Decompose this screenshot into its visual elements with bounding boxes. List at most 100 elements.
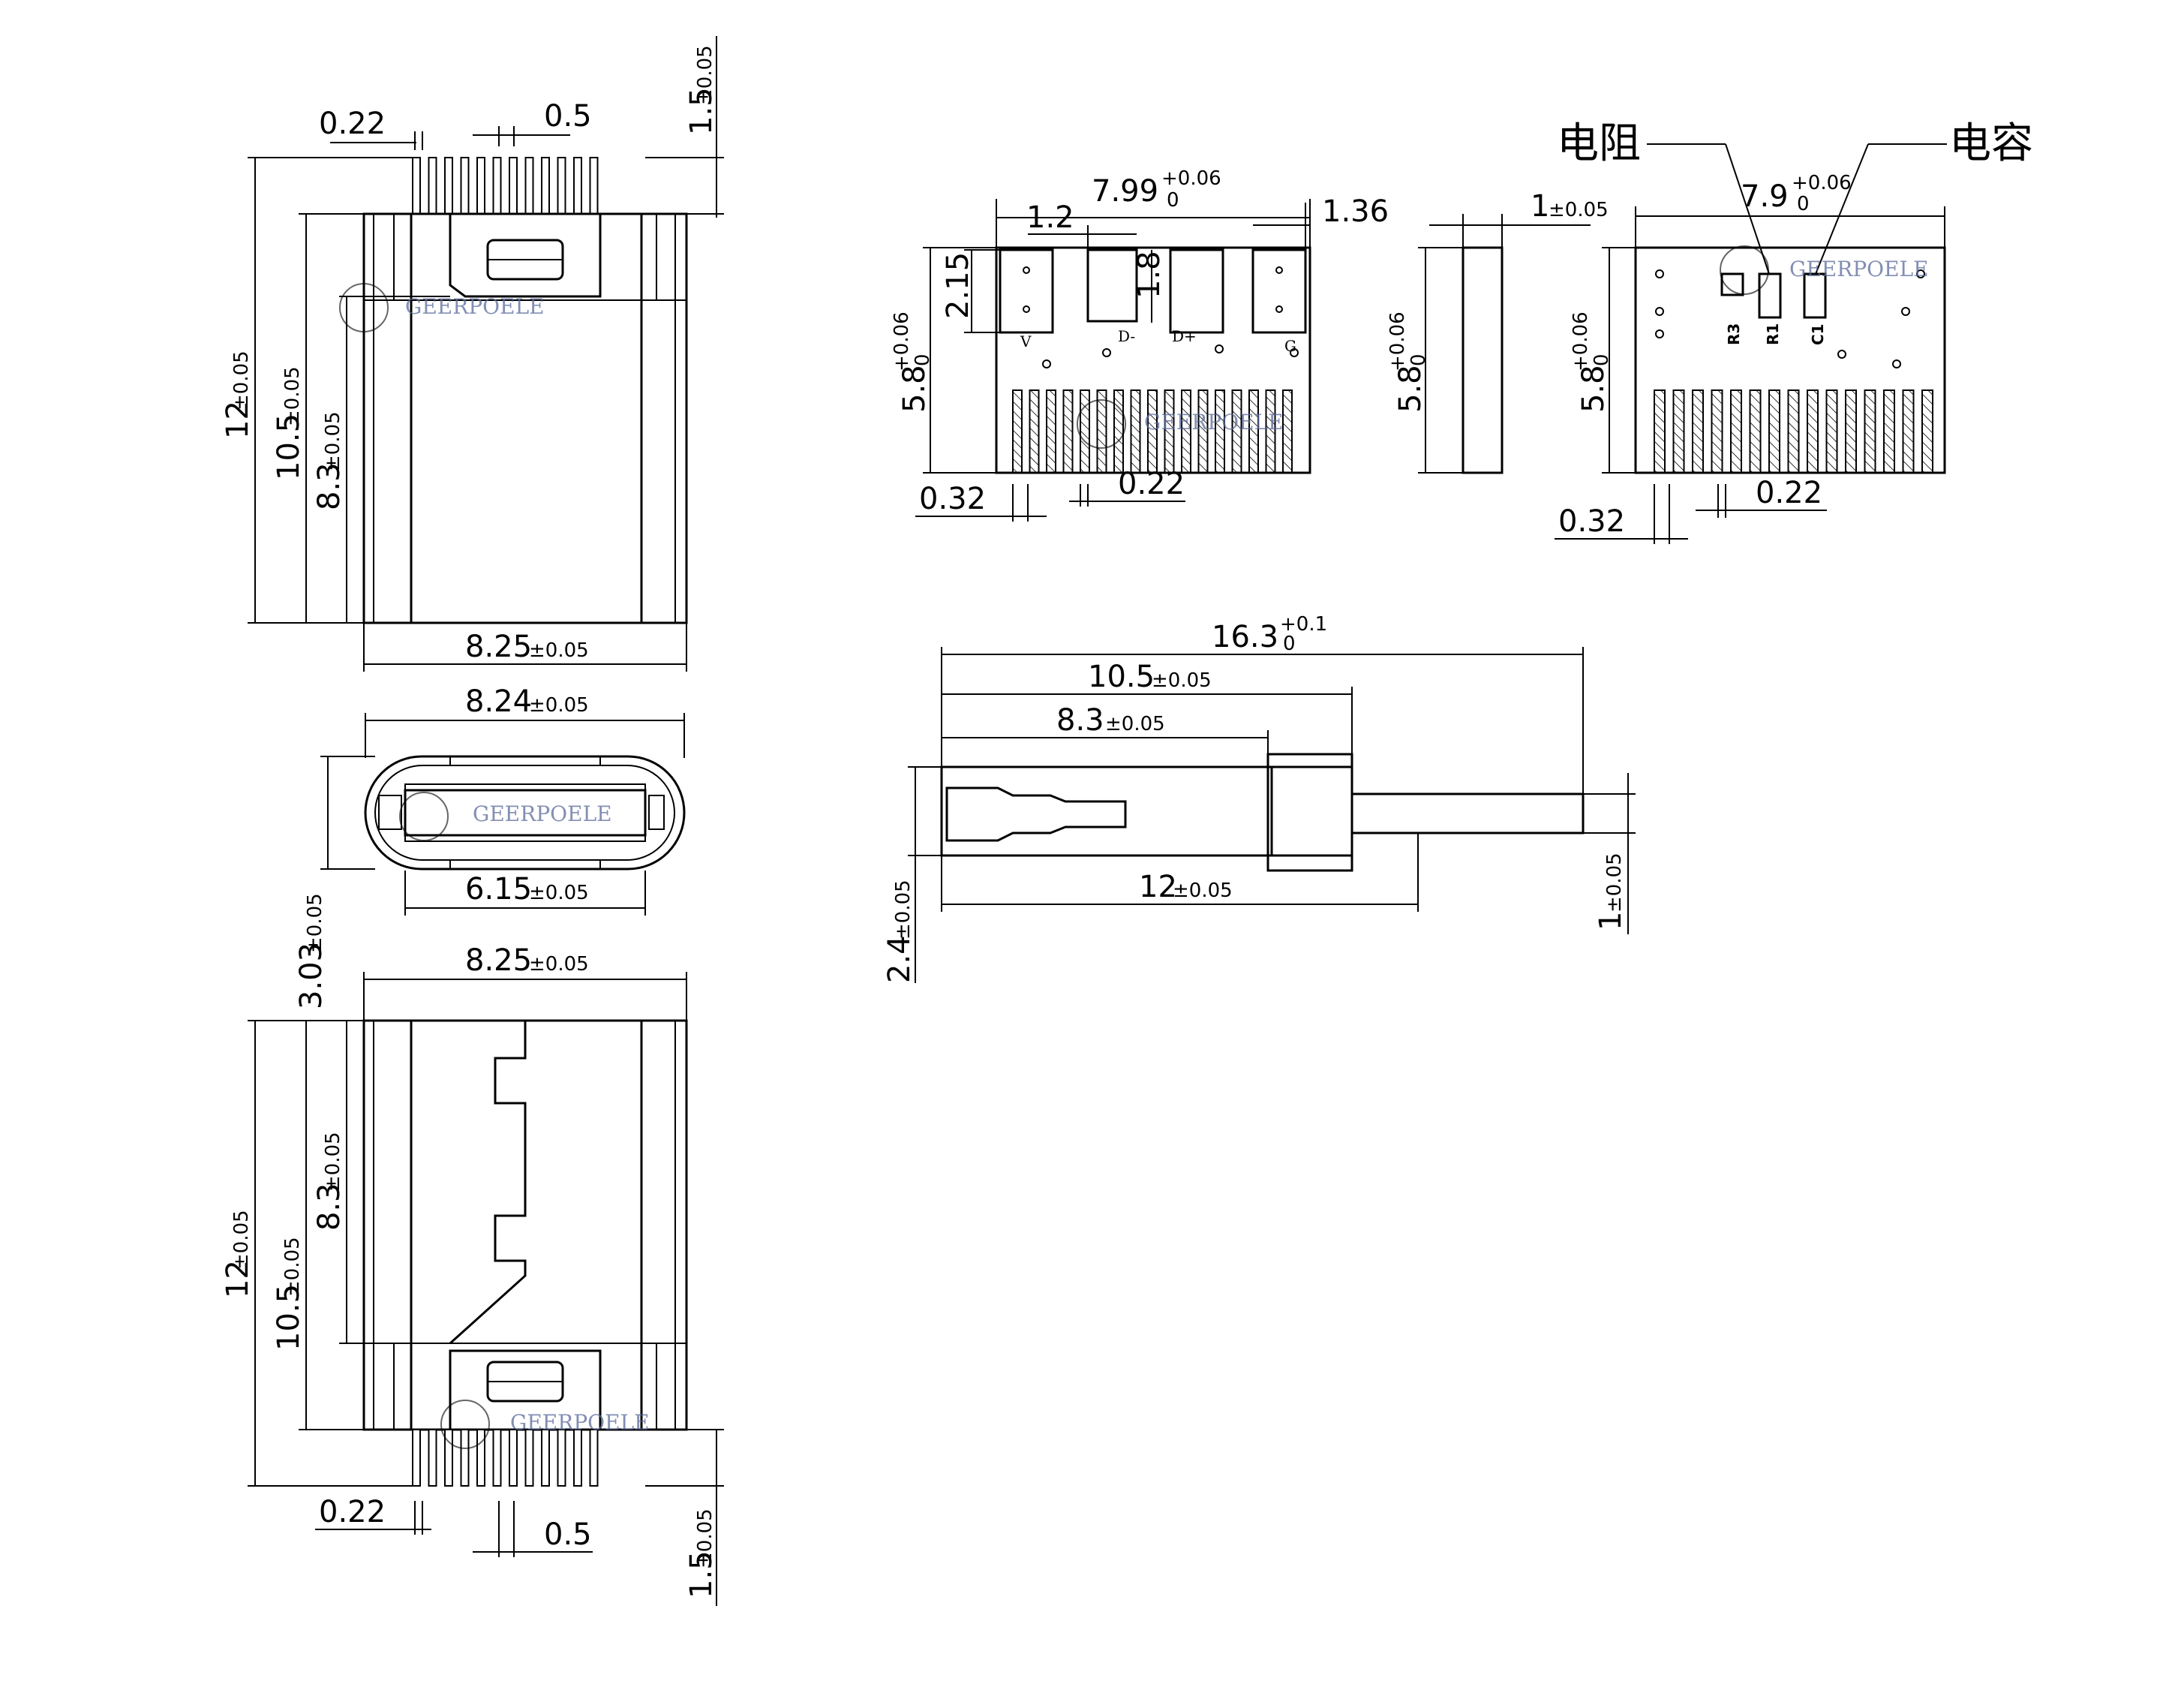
pad-label-dp: D+ — [1172, 327, 1197, 345]
pin — [444, 157, 453, 217]
dim-pad-height: 2.15 — [941, 252, 975, 319]
dim-finger-width-back: 0.22 — [1756, 476, 1822, 510]
pin — [541, 157, 550, 217]
gold-finger — [1231, 389, 1242, 474]
dim-height-front: 3.03 — [294, 943, 329, 1009]
dim-side-total: 16.3 — [1212, 620, 1278, 654]
svg-text:±0.05: ±0.05 — [529, 953, 589, 976]
dim-width-bottom: 8.25 — [465, 943, 532, 978]
label-capacitor: 电容 — [1949, 119, 2033, 168]
pin — [524, 1429, 534, 1487]
svg-text:+0.06: +0.06 — [1792, 172, 1852, 194]
dim-pcb-height: 5.8 — [897, 365, 932, 413]
svg-text:±0.05: ±0.05 — [529, 882, 589, 904]
pin — [541, 1429, 550, 1487]
pin — [573, 1429, 582, 1487]
svg-text:0: 0 — [1283, 633, 1296, 655]
pin — [460, 157, 470, 217]
pin — [557, 157, 566, 217]
svg-text:±0.05: ±0.05 — [1603, 853, 1626, 913]
gold-finger — [1248, 389, 1259, 474]
dim-side-height: 2.4 — [882, 935, 917, 983]
dim-width-top: 8.25 — [465, 630, 532, 664]
pin — [589, 157, 599, 217]
dim-side-pcb: 1 — [1594, 912, 1628, 931]
gold-finger — [1883, 389, 1895, 474]
svg-text:0: 0 — [912, 353, 934, 366]
dim-pcb-width-back: 7.9 — [1741, 179, 1789, 214]
dim-shell-len: 10.5 — [272, 413, 306, 480]
pcb-side-view: 1 ±0.05 5.8 +0.06 0 — [1386, 189, 1609, 474]
top-pins — [412, 157, 599, 217]
pin — [492, 1429, 502, 1487]
dim-pin-width-bottom: 0.22 — [319, 1495, 386, 1529]
gold-finger — [1062, 389, 1074, 474]
svg-text:+0.06: +0.06 — [1386, 311, 1409, 371]
gold-finger — [1012, 389, 1023, 474]
gold-finger — [1845, 389, 1857, 474]
pin — [444, 1429, 453, 1487]
front-view: 8.24 ±0.05 6.15 ±0.05 3.03 ±0.05 GEERPOE… — [294, 684, 686, 1009]
dim-inner-len-b: 8.3 — [312, 1183, 347, 1231]
gold-finger — [1164, 389, 1175, 474]
svg-text:±0.05: ±0.05 — [892, 880, 915, 940]
svg-text:±0.05: ±0.05 — [304, 893, 326, 953]
pcb-back-view: R3 R1 C1 电阻 电容 7.9 +0.06 0 5.8 +0.06 0 — [1555, 119, 2033, 544]
svg-text:±0.05: ±0.05 — [1549, 199, 1609, 221]
dim-finger-gap: 0.32 — [919, 482, 986, 516]
pcb-fingers-back — [1654, 389, 1933, 474]
dim-side-shell: 10.5 — [1088, 660, 1155, 694]
gold-finger — [1692, 389, 1704, 474]
pin — [589, 1429, 599, 1487]
gold-finger — [1096, 389, 1107, 474]
dim-pad-gap: 1.8 — [1132, 251, 1167, 299]
gold-finger — [1282, 389, 1293, 474]
svg-text:±0.05: ±0.05 — [529, 694, 589, 717]
gold-finger — [1711, 389, 1723, 474]
gold-finger — [1825, 389, 1838, 474]
gold-finger — [1147, 389, 1158, 474]
gold-finger — [1864, 389, 1876, 474]
pin — [524, 157, 534, 217]
pin — [492, 157, 502, 217]
pin — [412, 157, 421, 217]
dim-side-inner: 8.3 — [1056, 703, 1104, 738]
dim-width-front: 8.24 — [465, 684, 532, 719]
watermark-4: GEERPOELE — [1144, 410, 1284, 435]
svg-text:±0.05: ±0.05 — [230, 350, 253, 410]
gold-finger — [1807, 389, 1819, 474]
pcb-label-r1: R1 — [1764, 323, 1782, 345]
svg-text:±0.05: ±0.05 — [1105, 713, 1165, 735]
pin — [428, 1429, 437, 1487]
gold-finger — [1672, 389, 1685, 474]
svg-text:+0.06: +0.06 — [891, 311, 913, 371]
dim-pcb-height-back: 5.8 — [1576, 365, 1611, 413]
svg-text:±0.05: ±0.05 — [230, 1210, 253, 1270]
watermark-5: GEERPOELE — [1789, 257, 1929, 281]
pcb-label-r3: R3 — [1725, 323, 1743, 345]
pin — [557, 1429, 566, 1487]
gold-finger — [1113, 389, 1124, 474]
svg-text:±0.05: ±0.05 — [1152, 669, 1212, 692]
gold-finger — [1029, 389, 1040, 474]
pcb-front-view: V D- D+ G 7.99 +0.06 0 1.2 1.36 2.15 1.8… — [891, 167, 1389, 522]
pin — [573, 157, 582, 217]
pcb-fingers-front — [1012, 389, 1293, 474]
svg-text:0: 0 — [1797, 193, 1810, 215]
gold-finger — [1046, 389, 1056, 474]
pin — [476, 1429, 485, 1487]
dim-side-body: 12 — [1139, 870, 1177, 904]
pin — [476, 157, 485, 217]
gold-finger — [1749, 389, 1762, 474]
gold-finger — [1265, 389, 1276, 474]
gold-finger — [1921, 389, 1933, 474]
svg-text:±0.05: ±0.05 — [694, 45, 716, 105]
dim-overall-len-b: 12 — [221, 1260, 255, 1298]
svg-text:±0.05: ±0.05 — [281, 1237, 304, 1297]
watermark-1: GEERPOELE — [405, 294, 545, 319]
bottom-view: 8.25 ±0.05 12 ±0.05 10.5 ±0.05 8.3 ±0.05… — [221, 943, 724, 1606]
pin — [428, 157, 437, 217]
pin — [412, 1429, 421, 1487]
dim-pcb-width: 7.99 — [1092, 174, 1158, 209]
pin — [509, 157, 518, 217]
